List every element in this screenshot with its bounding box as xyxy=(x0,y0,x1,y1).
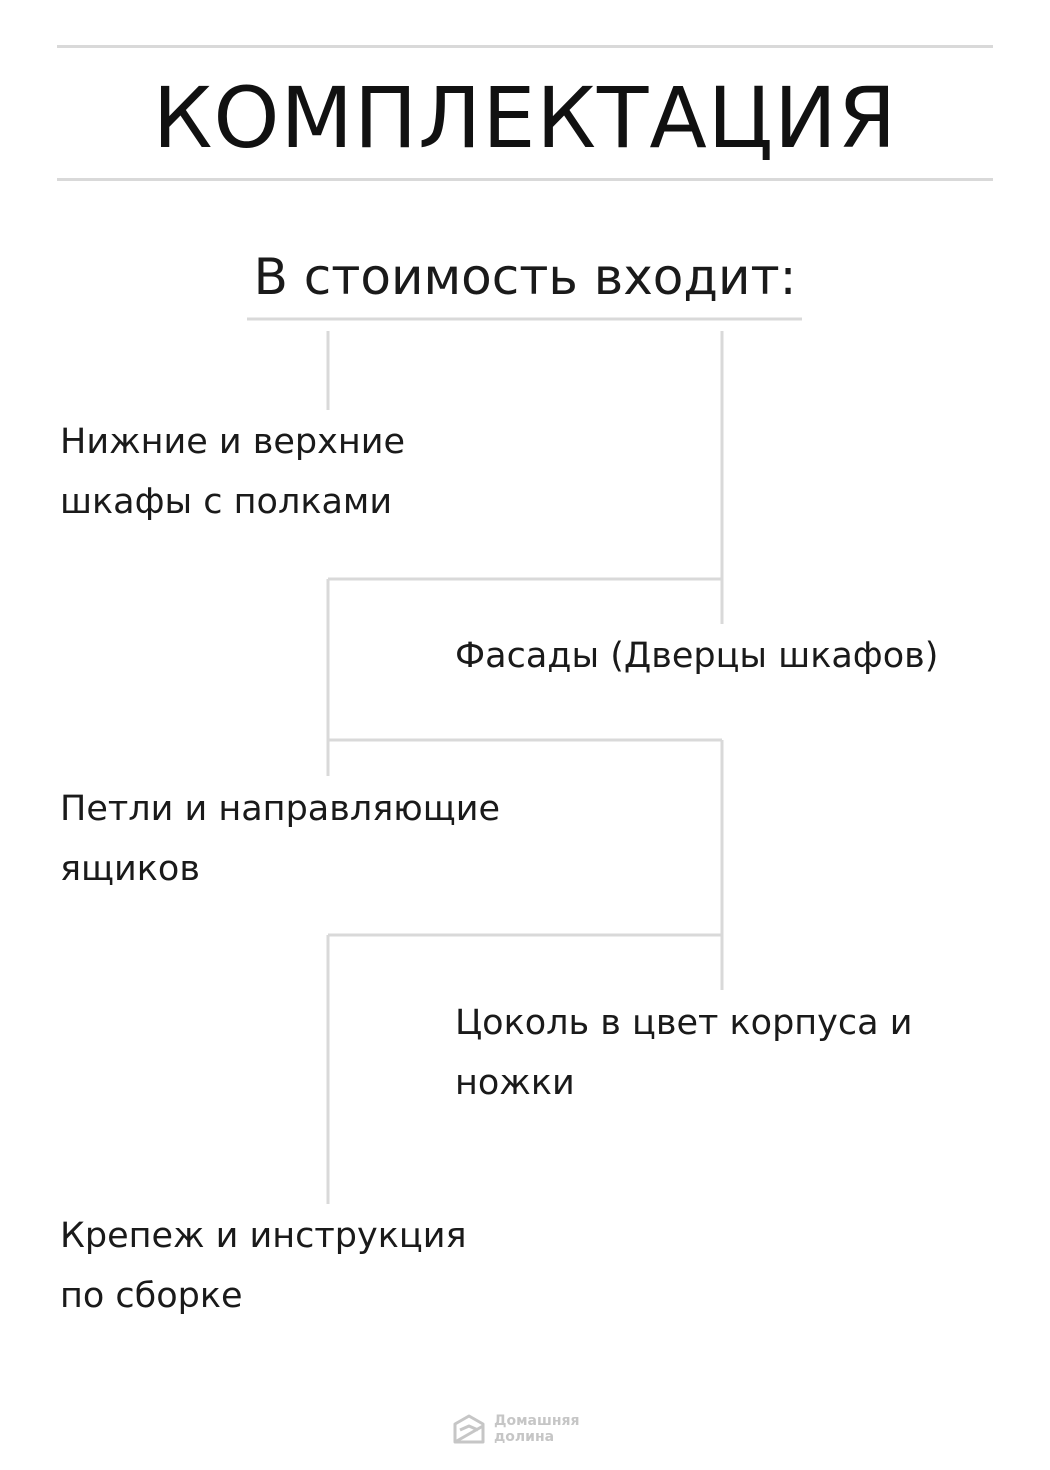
list-item: Фасады (Дверцы шкафов) xyxy=(455,626,938,686)
page-subtitle: В стоимость входит: xyxy=(253,248,797,306)
brand-line-1: Домашняя xyxy=(494,1413,580,1429)
house-box-icon xyxy=(453,1414,485,1444)
item-line: ножки xyxy=(455,1063,575,1103)
brand-line-2: долина xyxy=(494,1429,555,1445)
item-line: Крепеж и инструкция xyxy=(60,1216,467,1256)
brand-name: Домашняя долина xyxy=(494,1413,580,1445)
item-line: Петли и направляющие xyxy=(60,789,500,829)
page-title: КОМПЛЕКТАЦИЯ xyxy=(152,69,898,167)
item-line: по сборке xyxy=(60,1276,243,1316)
list-item: Цоколь в цвет корпуса и ножки xyxy=(455,993,912,1113)
list-item: Петли и направляющие ящиков xyxy=(60,779,500,899)
item-line: Фасады (Дверцы шкафов) xyxy=(455,636,939,676)
list-item: Нижние и верхние шкафы с полками xyxy=(60,412,405,532)
list-item: Крепеж и инструкция по сборке xyxy=(60,1206,467,1326)
item-line: шкафы с полками xyxy=(60,482,393,522)
item-line: Цоколь в цвет корпуса и xyxy=(455,1003,913,1043)
title-bottom-rule xyxy=(57,178,993,181)
item-line: Нижние и верхние xyxy=(60,422,406,462)
title-top-rule xyxy=(57,45,993,48)
brand-logo: Домашняя долина xyxy=(452,1412,580,1446)
item-line: ящиков xyxy=(60,849,200,889)
